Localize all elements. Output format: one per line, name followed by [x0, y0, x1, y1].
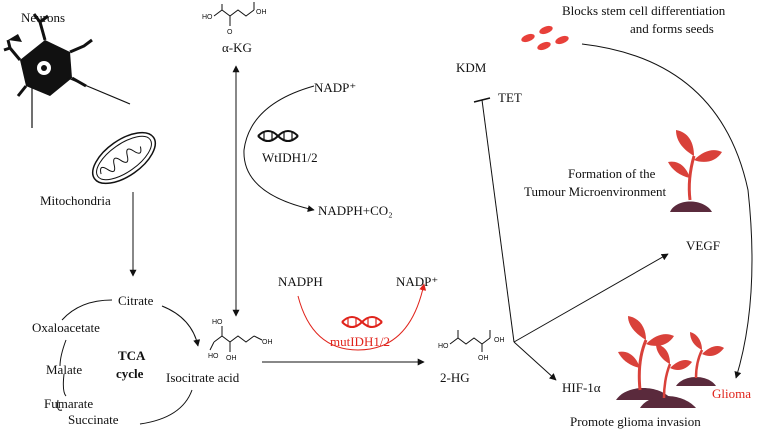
inhibition-line — [481, 99, 515, 343]
malate-arc — [62, 373, 67, 397]
citrate-to-isocitrate-arrow — [161, 305, 201, 347]
2hg-oh-label: OH — [478, 355, 489, 362]
oxaloacetate-arc — [59, 339, 67, 367]
isocitrate-structure — [209, 326, 263, 352]
vegf-label: VEGF — [686, 238, 720, 253]
tca-label: TCA — [118, 348, 146, 363]
cycle-label: cycle — [116, 366, 144, 381]
glioma-label: Glioma — [712, 386, 751, 401]
promote-label: Promote glioma invasion — [570, 414, 701, 429]
nadp-top-label: NADP⁺ — [314, 80, 356, 95]
oxaloacetate-to-citrate-arc — [61, 299, 113, 321]
kdm-label: KDM — [456, 60, 487, 75]
wtidh-label: WtIDH1/2 — [262, 150, 318, 165]
akg-oh-label: OH — [256, 9, 267, 16]
2hg-to-hif-arrow — [513, 341, 557, 381]
dna-icon — [257, 130, 299, 142]
nadp-red-label: NADP⁺ — [396, 274, 438, 289]
fumarate-label: Fumarate — [44, 396, 93, 411]
malate-label: Malate — [46, 362, 82, 377]
isocitrate-to-succinate-arc — [139, 389, 193, 425]
blocks-label-line2: and forms seeds — [630, 21, 714, 36]
akg-o-label: O — [227, 29, 233, 36]
neuron-icon — [3, 13, 93, 97]
sprout-icon — [668, 130, 722, 212]
formation-label-line1: Formation of the — [568, 166, 656, 181]
tet-label: TET — [498, 90, 522, 105]
isocitrate-ho-label: HO — [212, 319, 223, 326]
hif-label: HIF-1α — [562, 380, 601, 395]
2hg-oh2-label: OH — [494, 337, 505, 344]
glioma-plants-icon — [616, 316, 724, 408]
mutidh-reaction-arc — [297, 283, 427, 351]
mitochondria-label: Mitochondria — [40, 193, 111, 208]
zoom-line — [67, 77, 131, 105]
oxaloacetate-label: Oxaloacetate — [32, 320, 100, 335]
akg-label: α-KG — [222, 40, 252, 55]
seeds-icon — [521, 25, 569, 51]
2hg-to-vegf-arrow — [513, 253, 669, 343]
inhibition-bar — [473, 97, 491, 103]
blocks-label-line1: Blocks stem cell differentiation — [562, 3, 726, 18]
isocitrate-oh-label: OH — [226, 355, 237, 362]
fumarate-arc — [57, 399, 63, 411]
formation-label-line2: Tumour Microenvironment — [524, 184, 667, 199]
2hg-ho-label: HO — [438, 343, 449, 350]
akg-ho-label: HO — [202, 14, 213, 21]
succinate-label: Succinate — [68, 412, 119, 427]
nadph-label: NADPH — [278, 274, 323, 289]
isocitrate-label: Isocitrate acid — [166, 370, 240, 385]
isocitrate-oh2-label: OH — [262, 339, 273, 346]
2hg-label: 2-HG — [440, 370, 470, 385]
akg-structure — [213, 2, 255, 26]
mutidh-label: mutIDH1/2 — [330, 334, 390, 349]
nadph-co2-label: NADPH+CO₂ — [318, 203, 393, 218]
mitochondrion-icon — [92, 131, 156, 185]
2hg-structure — [449, 330, 491, 352]
wtidh-reaction-arc — [243, 85, 315, 213]
seeds-to-glioma-arrow — [581, 43, 753, 379]
dna-red-icon — [341, 316, 383, 328]
neurons-label: Neurons — [21, 10, 65, 25]
citrate-label: Citrate — [118, 293, 154, 308]
isocitrate-ho2-label: HO — [208, 353, 219, 360]
